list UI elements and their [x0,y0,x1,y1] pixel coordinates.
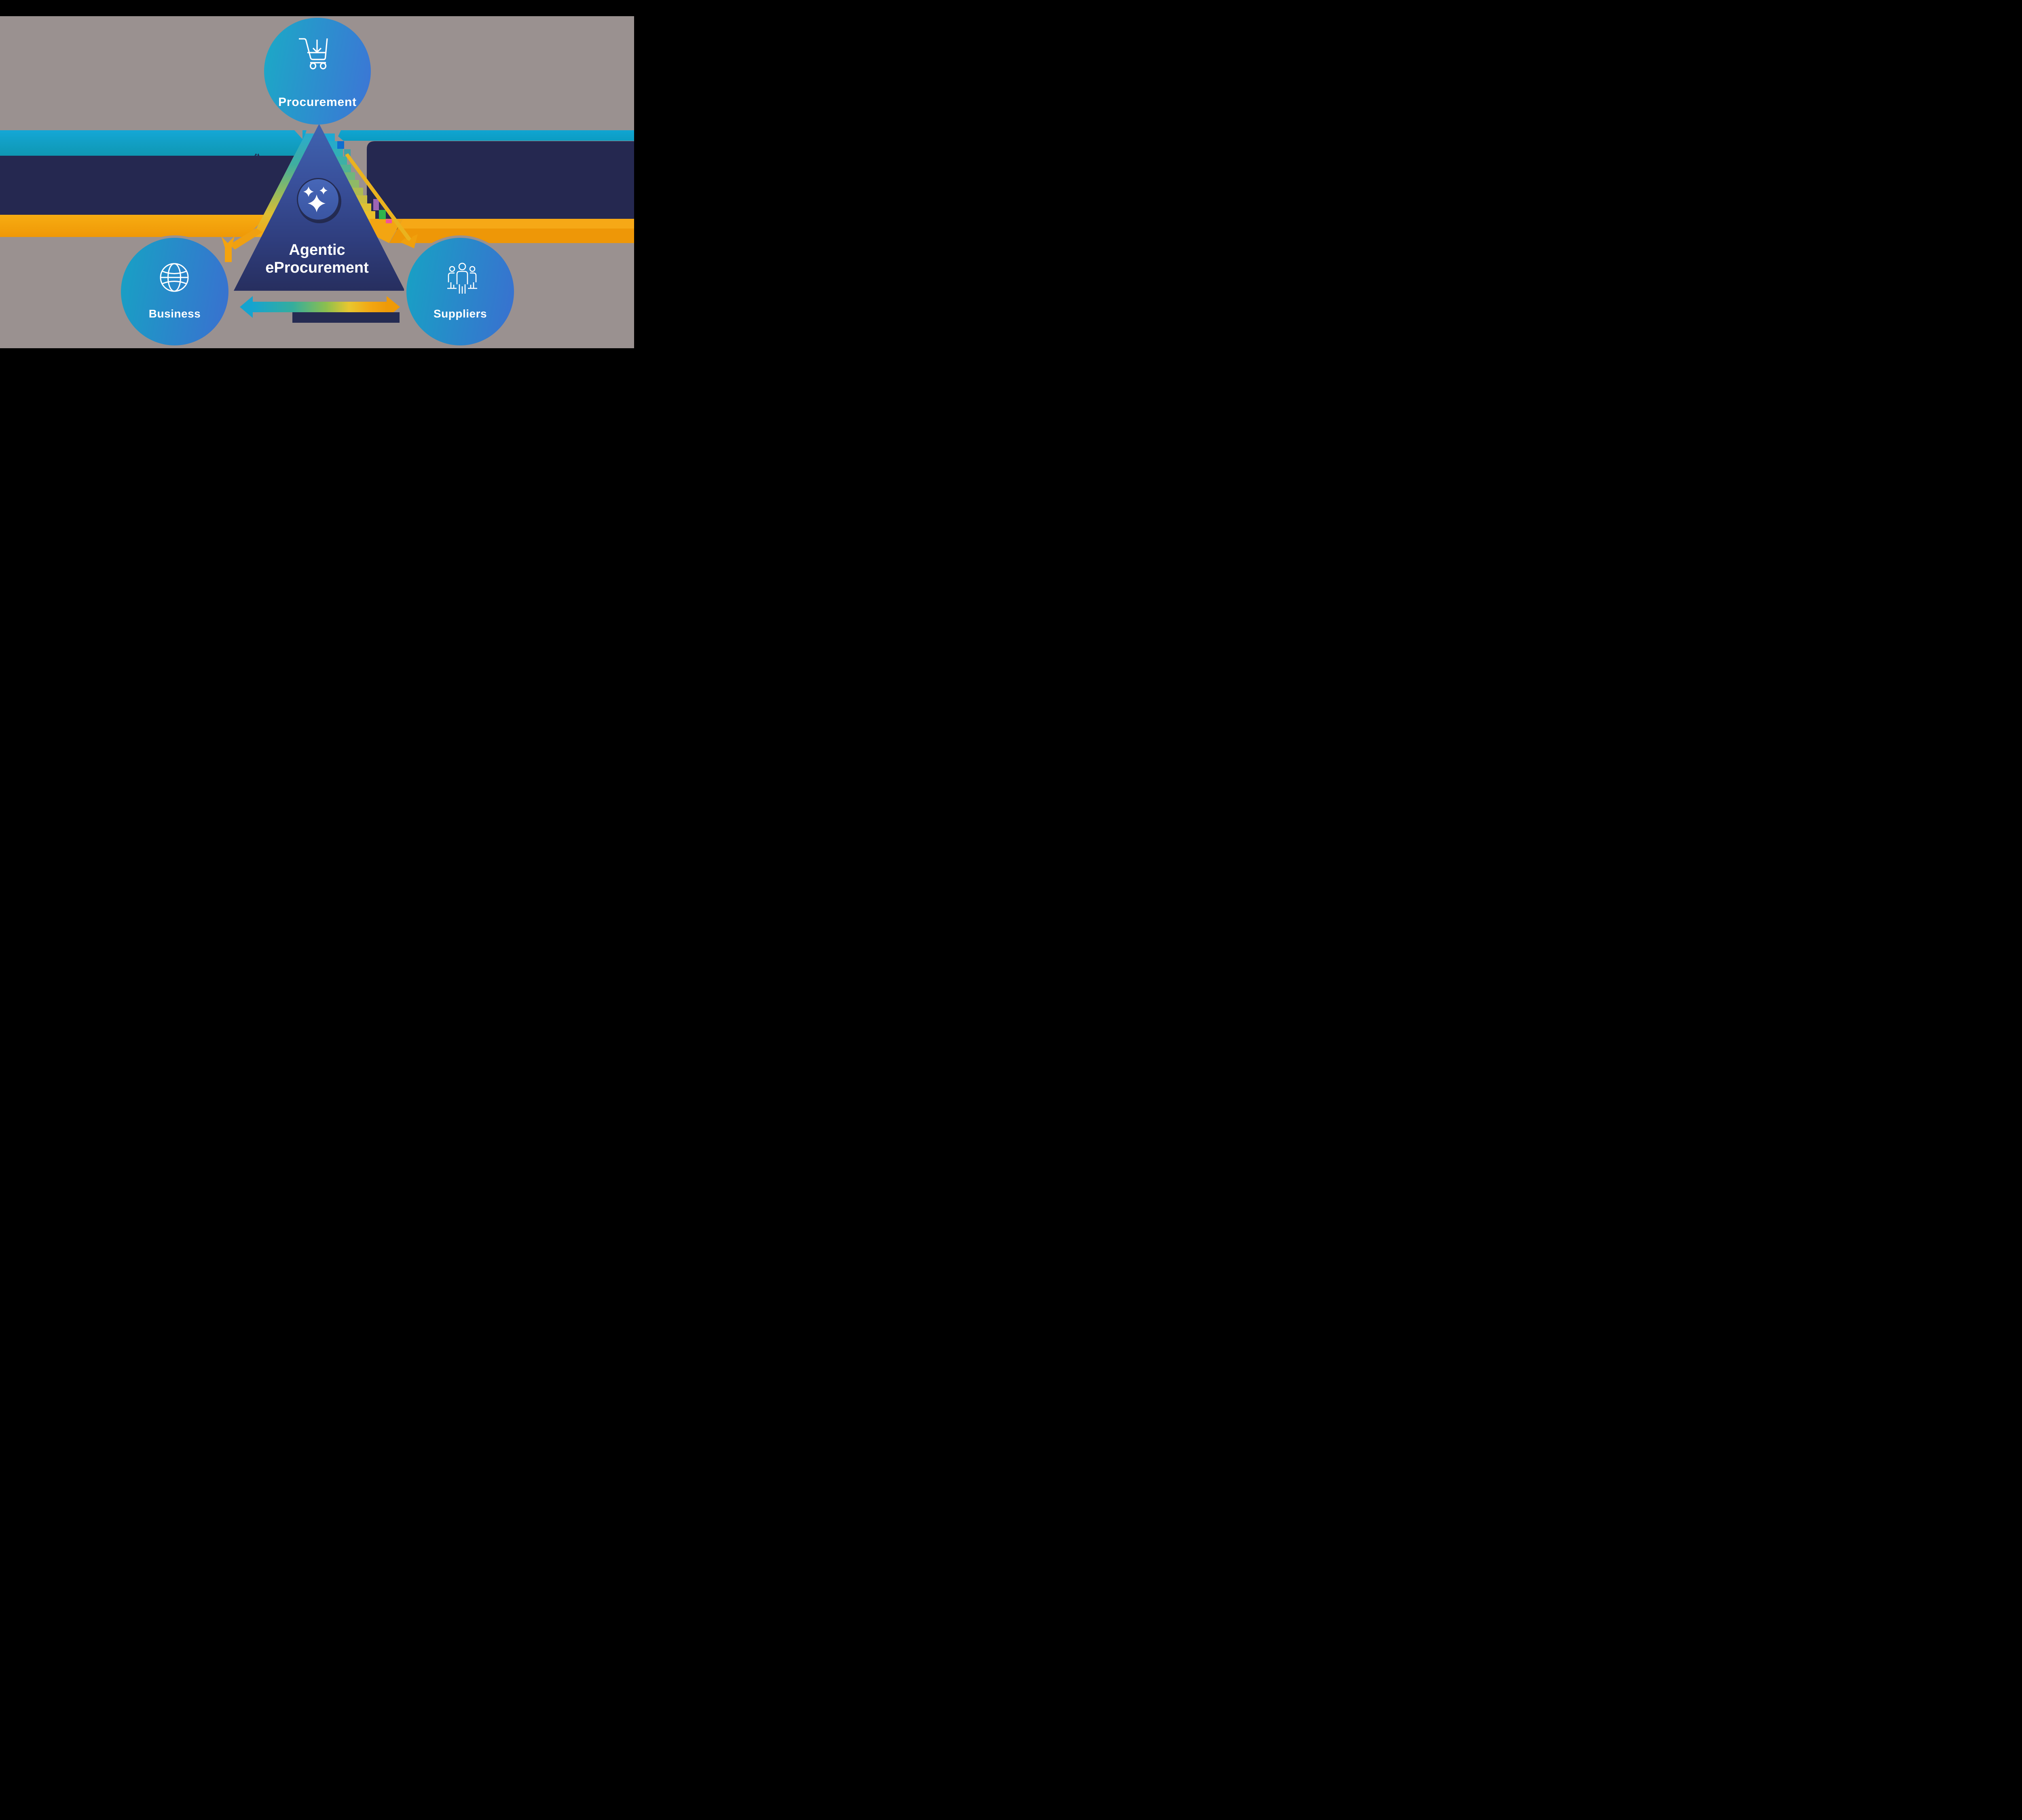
node-business: Business [121,238,228,345]
core-title-line2: eProcurement [265,259,369,276]
core-title: Agentic eProcurement [256,241,378,277]
glitch-block-green [379,210,386,219]
bottom-double-arrow [240,296,400,323]
letterbox-top [0,0,634,16]
node-label: Business [148,307,201,320]
ai-sparkle-badge [297,178,340,221]
node-label: Suppliers [433,307,487,320]
arrowhead-left [221,236,235,262]
core-title-line1: Agentic [289,241,345,258]
arrowhead-bottom-left [240,296,253,318]
glitch-block-pink [386,219,392,223]
team-people-icon [446,262,478,297]
apex-notch [294,130,302,139]
node-suppliers: Suppliers [406,238,514,345]
glitch-block-purple [373,199,379,210]
glitch-block-blue [337,141,344,149]
node-label: Procurement [278,95,357,109]
agentic-eprocurement-diagram: Agentic eProcurement Procurement [0,0,634,357]
arrowhead-right [400,234,418,248]
diagonal-arrow-left [221,133,315,262]
flow-arrows-backdrop [0,130,634,323]
node-procurement: Procurement [264,18,371,125]
cart-download-icon [298,36,334,72]
glitch-staircase [323,133,403,243]
glitch-navy-bar [292,312,400,323]
glitch-chevron [254,153,260,157]
flow-band-left [0,130,307,237]
diagonal-arrow-right [345,153,418,248]
letterbox-bottom [0,348,634,357]
ai-sparkles-icon [303,186,328,212]
globe-icon [158,261,191,296]
